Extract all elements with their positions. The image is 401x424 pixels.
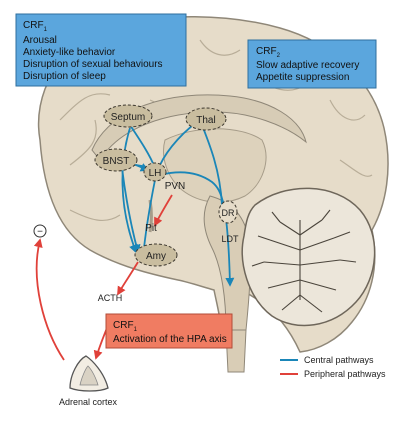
crf2-line: Slow adaptive recovery	[256, 60, 359, 71]
legend-peripheral-label: Peripheral pathways	[304, 369, 386, 379]
crf2-title: CRF2	[256, 46, 281, 59]
nucleus-amy: Amy	[134, 243, 178, 267]
adrenal-cortex: Adrenal cortex	[59, 355, 118, 407]
legend: Central pathways Peripheral pathways	[280, 355, 386, 379]
crf1-top-line: Disruption of sexual behaviours	[23, 59, 163, 70]
pvn-label: PVN	[165, 181, 186, 192]
lh-label: LH	[149, 168, 162, 179]
nucleus-bnst: BNST	[94, 148, 138, 172]
bnst-label: BNST	[103, 156, 130, 167]
amy-label: Amy	[146, 251, 166, 262]
nucleus-dr: DR	[218, 200, 238, 224]
pit-label: Pit	[145, 223, 157, 234]
negative-feedback-icon: −	[33, 224, 47, 238]
crf2-box: CRF2 Slow adaptive recovery Appetite sup…	[247, 39, 377, 89]
cerebellum	[241, 187, 376, 327]
ldt-label: LDT	[221, 234, 239, 244]
crf1-bottom-title: CRF1	[113, 320, 138, 333]
adrenal-label: Adrenal cortex	[59, 397, 118, 407]
nucleus-lh: LH	[143, 162, 167, 182]
crf1-top-title: CRF1	[23, 20, 48, 33]
nucleus-thal: Thal	[185, 107, 227, 131]
crf1-top-line: Disruption of sleep	[23, 71, 106, 82]
crf1-top-line: Anxiety-like behavior	[23, 47, 116, 58]
legend-central-label: Central pathways	[304, 355, 374, 365]
diencephalon	[163, 128, 267, 203]
crf2-line: Appetite suppression	[256, 72, 349, 83]
crf1-bottom-line: Activation of the HPA axis	[113, 334, 227, 345]
crf1-top-box: CRF1 Arousal Anxiety-like behavior Disru…	[15, 13, 187, 87]
dr-label: DR	[222, 208, 235, 218]
nucleus-septum: Septum	[103, 104, 153, 128]
svg-text:−: −	[37, 227, 43, 238]
thal-label: Thal	[196, 115, 215, 126]
crf1-top-line: Arousal	[23, 35, 57, 46]
acth-label: ACTH	[98, 293, 123, 303]
septum-label: Septum	[111, 112, 145, 123]
crf1-bottom-box: CRF1 Activation of the HPA axis	[105, 313, 233, 349]
